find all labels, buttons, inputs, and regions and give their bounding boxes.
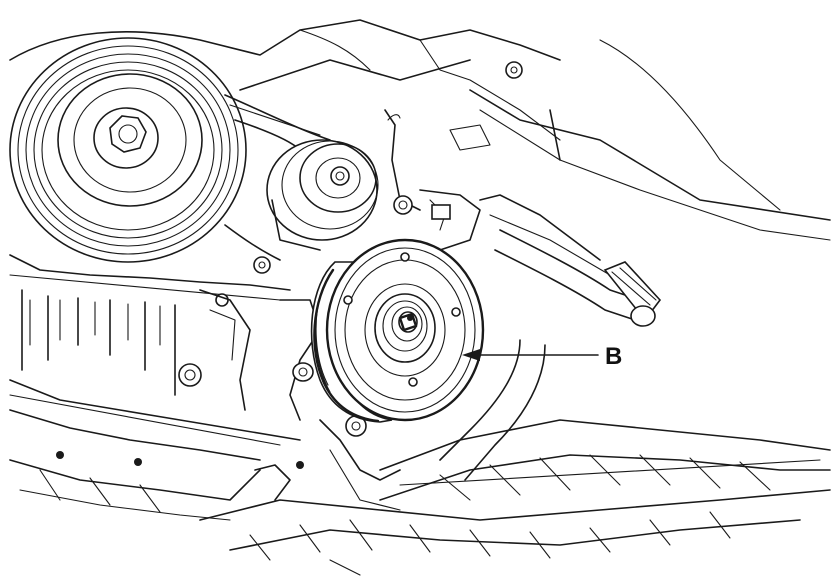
callout-b: B bbox=[462, 343, 622, 370]
pulley-mount bbox=[279, 299, 401, 511]
drive-belt bbox=[224, 94, 331, 261]
callout-label-b: B bbox=[605, 343, 622, 370]
idler-pulley bbox=[266, 139, 379, 251]
oil-pan bbox=[9, 254, 301, 466]
callout-arrowhead bbox=[462, 349, 480, 361]
hose-pipe bbox=[439, 229, 662, 481]
pulley-b bbox=[310, 238, 485, 423]
crankshaft-pulley bbox=[9, 37, 247, 263]
engine-block-upper bbox=[9, 19, 831, 241]
tensioner-bracket bbox=[384, 109, 611, 276]
lower-crossmember bbox=[9, 419, 831, 576]
